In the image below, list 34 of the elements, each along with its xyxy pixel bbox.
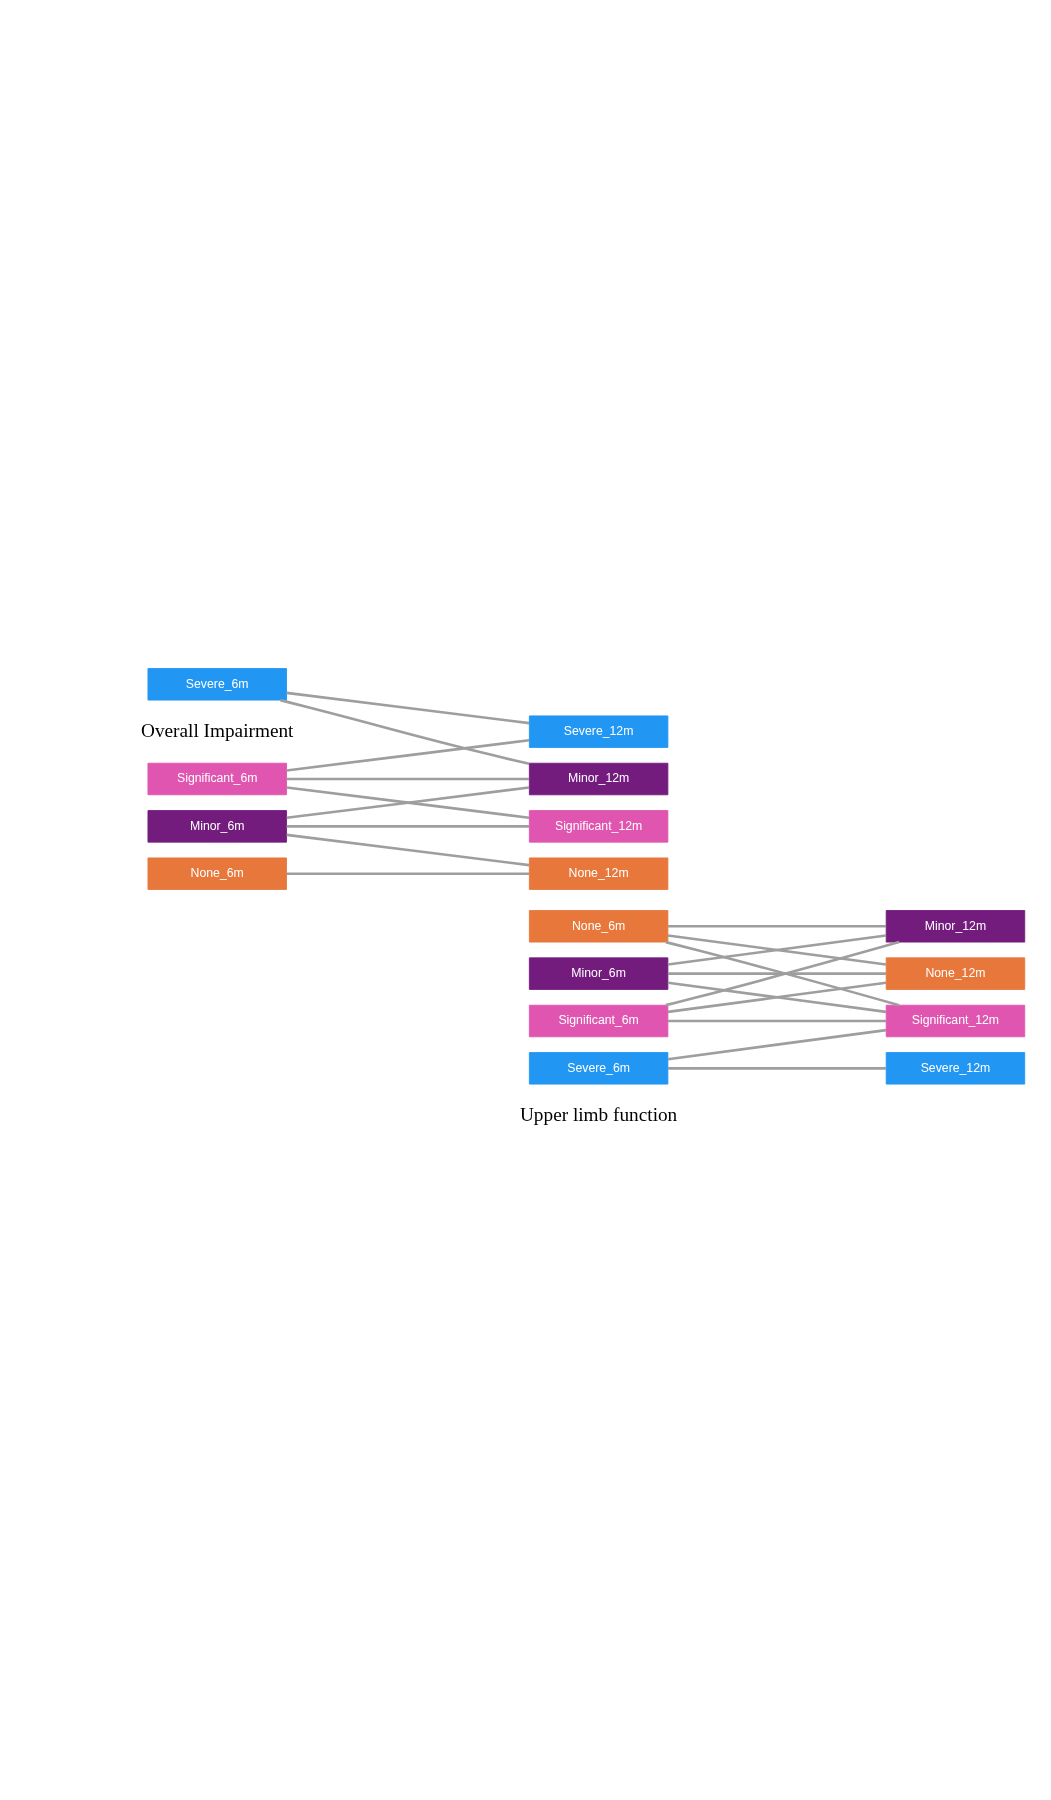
node-box: Severe_12m: [885, 1052, 1026, 1085]
connector: [286, 777, 530, 781]
connector: [286, 691, 530, 725]
connector: [286, 872, 530, 875]
node-box: None_12m: [528, 857, 669, 890]
node-box: Minor_6m: [528, 957, 669, 990]
node-box: Significant_6m: [528, 1004, 669, 1038]
connector: [280, 698, 530, 766]
connector: [667, 981, 887, 1014]
connector: [286, 786, 530, 820]
node-box: Significant_12m: [528, 810, 669, 843]
node-box: Severe_6m: [147, 668, 287, 701]
connector: [286, 825, 530, 828]
connector: [667, 1067, 887, 1070]
node-box: Minor_6m: [147, 810, 287, 843]
node-box: None_12m: [885, 957, 1026, 990]
connector: [667, 1028, 887, 1061]
connector: [667, 925, 887, 928]
node-box: Significant_12m: [885, 1004, 1026, 1038]
node-box: Severe_6m: [528, 1052, 669, 1085]
connector: [667, 1019, 887, 1023]
node-box: Severe_12m: [528, 715, 669, 748]
node-box: Minor_12m: [885, 910, 1026, 943]
connector: [667, 972, 887, 975]
node-box: Significant_6m: [147, 762, 287, 796]
node-box: None_6m: [528, 910, 669, 943]
connector: [667, 934, 887, 966]
label: Overall Impairment: [140, 719, 294, 741]
connector: [286, 738, 530, 772]
connector: [286, 833, 530, 867]
node-box: Minor_12m: [528, 762, 669, 796]
label: Upper limb function: [519, 1103, 678, 1125]
connector: [665, 940, 900, 1007]
node-box: None_6m: [147, 857, 287, 890]
